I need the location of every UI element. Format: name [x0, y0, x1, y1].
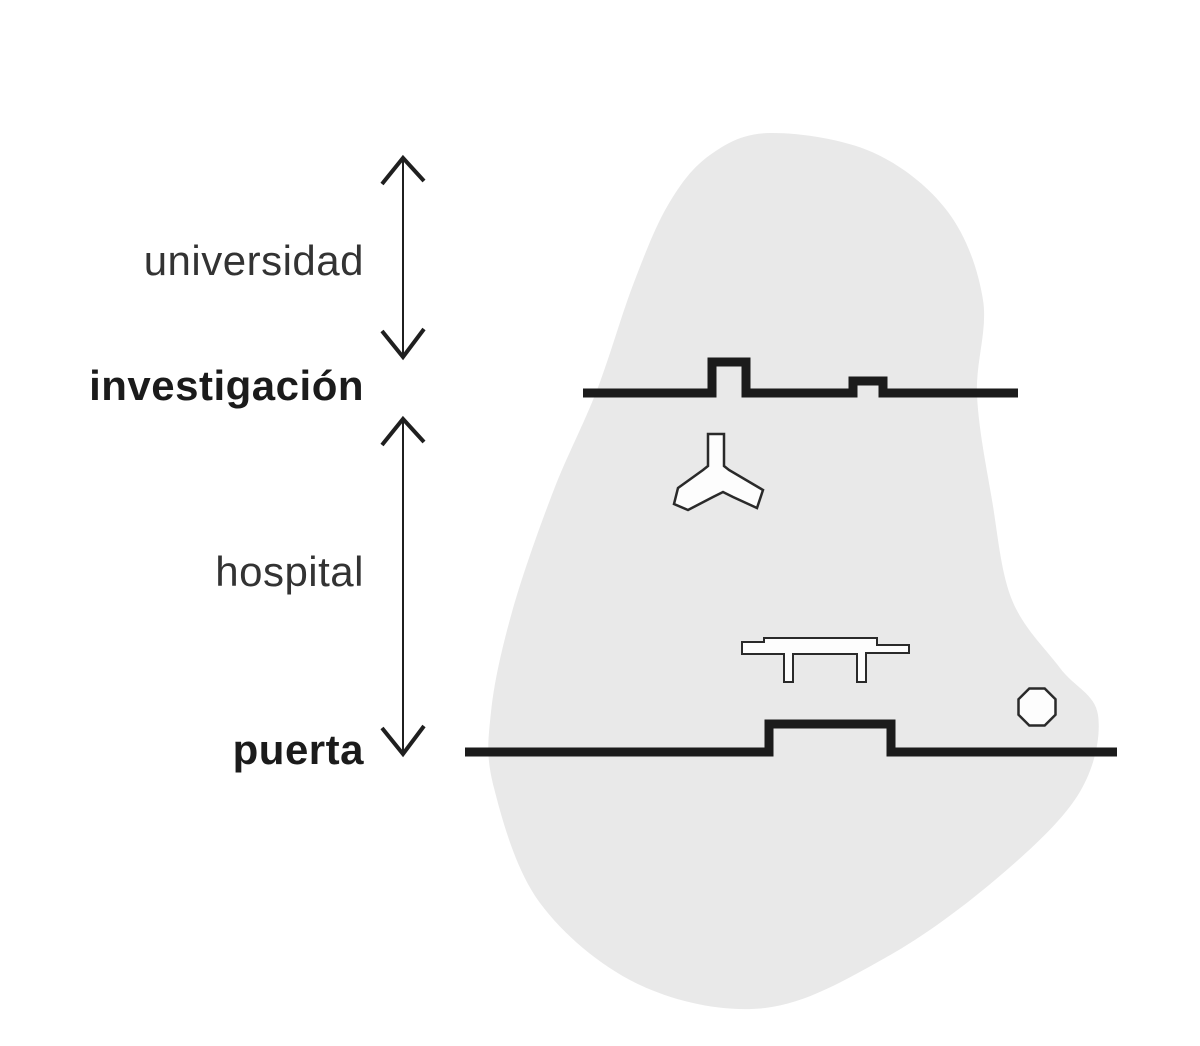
arrow-down-icon	[380, 724, 426, 758]
slab-building-footprint	[741, 637, 910, 683]
octagon-pavilion-footprint	[1017, 687, 1057, 727]
zone-label-hospital: hospital	[215, 548, 364, 595]
zone-label-investigacion: investigación	[89, 362, 364, 409]
puerta-boundary-line	[465, 719, 1117, 757]
y-building-footprint	[672, 432, 765, 512]
universidad-extent-arrow	[380, 154, 426, 361]
arrow-up-icon	[380, 415, 426, 447]
site-blob	[488, 132, 1099, 1010]
arrow-down-icon	[380, 327, 426, 361]
arrow-up-icon	[380, 154, 426, 186]
investigacion-boundary-line	[583, 357, 1018, 398]
hospital-extent-arrow	[380, 415, 426, 758]
zone-label-puerta: puerta	[232, 726, 364, 773]
zone-label-universidad: universidad	[143, 237, 364, 284]
